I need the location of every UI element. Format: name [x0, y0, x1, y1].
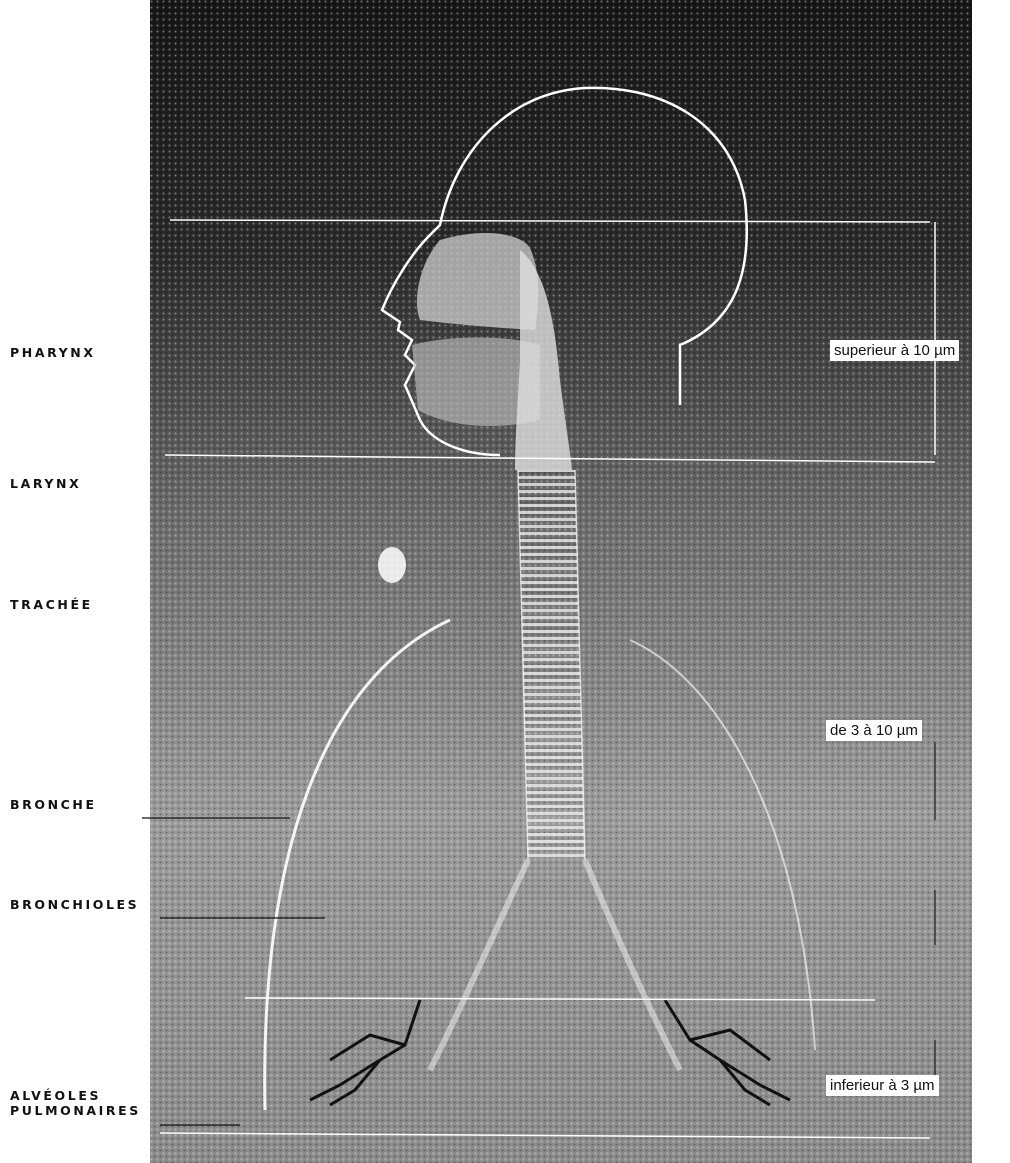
label-larynx: LARYNX [10, 476, 81, 491]
label-bronchioles: BRONCHIOLES [10, 897, 139, 912]
trachea [518, 470, 585, 860]
size-label-lower: inferieur à 3 µm [826, 1075, 939, 1096]
label-pulmonaires: PULMONAIRES [10, 1103, 141, 1118]
label-pharynx: PHARYNX [10, 345, 96, 360]
thyroid-highlight [378, 547, 406, 583]
label-alveoles-pulmonaires: ALVÉOLES PULMONAIRES [10, 1088, 141, 1118]
size-label-upper: superieur à 10 µm [830, 340, 959, 361]
label-trachee: TRACHÉE [10, 597, 93, 612]
size-label-middle: de 3 à 10 µm [826, 720, 922, 741]
label-bronche: BRONCHE [10, 797, 97, 812]
label-alveoles: ALVÉOLES [10, 1088, 141, 1103]
